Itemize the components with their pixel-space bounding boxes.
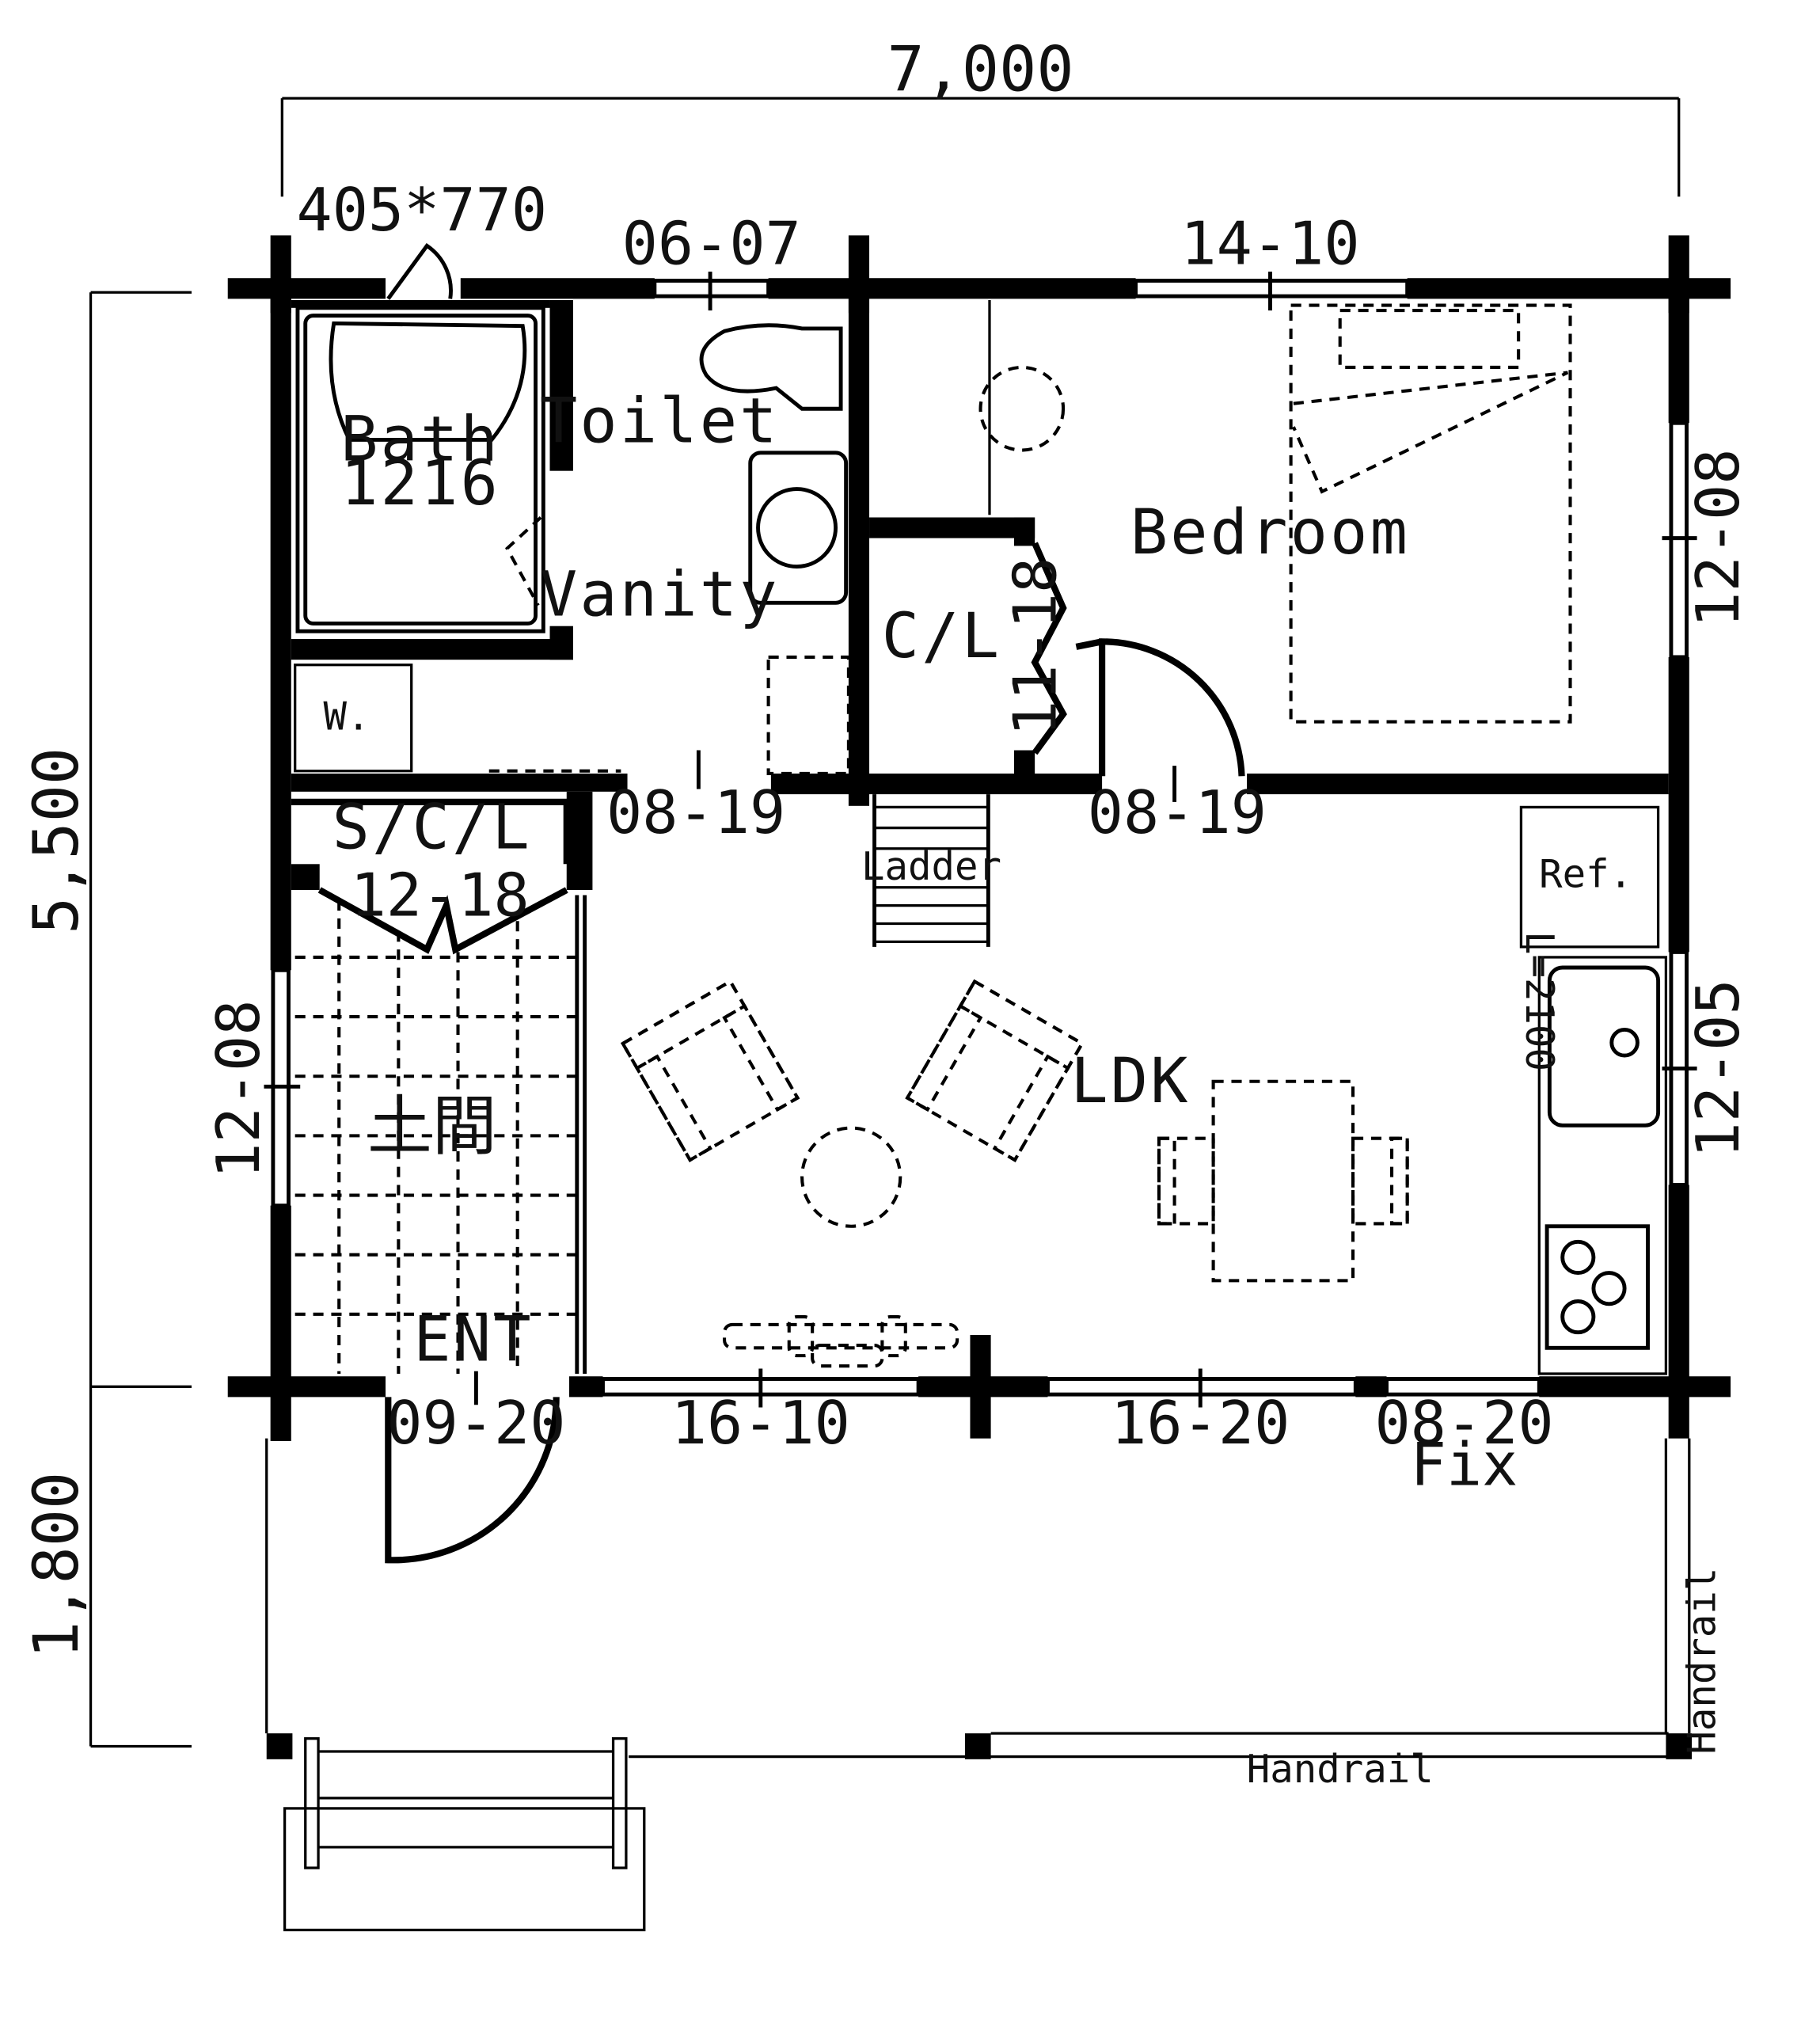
room-label-entrance: ENT: [413, 1304, 533, 1376]
shoe-closet-frame: [291, 798, 570, 865]
bedroom-stool: [978, 365, 1066, 452]
shoe-closet-door-fold: [317, 887, 568, 955]
doma-tile-grid: [294, 895, 587, 1374]
exterior-walls: [227, 235, 1731, 1441]
opening-bedroom-window-top: 14-10: [1180, 208, 1359, 278]
fixture-label-fridge: Ref.: [1539, 852, 1632, 897]
bedroom-door-swing: [1099, 638, 1245, 777]
entrance-door-swing: [385, 1397, 560, 1564]
fixture-label-ladder: Ladder: [861, 844, 1001, 889]
dimension-lines: [89, 97, 1681, 1748]
room-label-doma: 土間: [367, 1090, 496, 1165]
opening-bedroom-window-right: 12-08: [1683, 449, 1753, 628]
opening-kitchen-window: 12-05: [1683, 979, 1753, 1158]
opening-closet-door: 11-18: [1000, 557, 1070, 736]
armchair-left: [620, 979, 800, 1162]
room-label-toilet: Toilet: [540, 386, 780, 458]
vanity-fixture: [748, 451, 849, 605]
dimension-width: 7,000: [887, 33, 1074, 105]
bathtub: [295, 306, 545, 633]
opening-front-window-3-note: Fix: [1411, 1429, 1518, 1499]
dimension-depth-main: 5,500: [21, 747, 93, 934]
closet-door-fold-right: [1075, 638, 1103, 650]
opening-doma-window: 12-08: [203, 999, 273, 1178]
armchair-right: [905, 979, 1085, 1162]
opening-toilet-window: 06-07: [622, 208, 801, 278]
room-label-closet: C/L: [882, 600, 1001, 672]
room-label-bath-size: 1216: [340, 447, 500, 519]
room-label-ldk: LDK: [1070, 1045, 1190, 1117]
opening-bath-window: 405*770: [296, 175, 547, 245]
toilet-fixture: [699, 323, 843, 411]
fixture-label-kitchen: L=2100: [1517, 931, 1562, 1071]
opening-front-window-3: 08-20: [1374, 1388, 1553, 1458]
kitchen-counter: [1519, 805, 1668, 1375]
room-label-vanity: Vanity: [540, 559, 780, 631]
dining-set: [1157, 1079, 1409, 1283]
bed: [1289, 303, 1572, 724]
room-label-bedroom: Bedroom: [1130, 496, 1410, 569]
vanity-cabinet: [766, 655, 850, 775]
opening-shoe-closet-door: 12-18: [351, 861, 530, 930]
interior-walls: [291, 300, 1669, 890]
windows: [264, 272, 1697, 1408]
ladder: [872, 794, 990, 947]
dimension-depth-deck: 1,800: [21, 1472, 93, 1659]
washer-area: [294, 664, 413, 773]
fixture-label-washer: W.: [324, 694, 370, 739]
opening-bedroom-door: 08-19: [1088, 778, 1267, 847]
bench-dashed: [723, 1315, 959, 1368]
coffee-table: [800, 1126, 902, 1228]
room-label-bath: Bath: [340, 404, 500, 476]
room-label-shoe-closet: S/C/L: [332, 792, 532, 864]
opening-front-window-1: 16-10: [671, 1388, 850, 1458]
deck: [265, 1438, 1693, 1932]
fixture-label-handrail-right: Handrail: [1679, 1568, 1724, 1755]
opening-front-window-2: 16-20: [1111, 1388, 1290, 1458]
bath-window-swing: [386, 243, 453, 300]
bath-door-swing: [505, 515, 542, 607]
opening-vanity-door: 08-19: [606, 778, 785, 847]
fixture-label-handrail-bottom: Handrail: [1247, 1747, 1434, 1792]
closet-door-fold: [1031, 542, 1067, 755]
opening-entrance-door: 09-20: [386, 1388, 565, 1458]
